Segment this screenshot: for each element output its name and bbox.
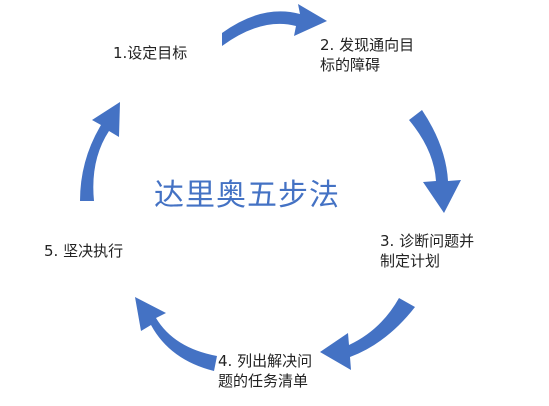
step-2-label: 2. 发现通向目 标的障碍 [320, 36, 419, 74]
arrow-step2-to-step3 [409, 110, 461, 213]
step-1-line-1: 1.设定目标 [113, 44, 187, 62]
cycle-arrows [80, 4, 461, 371]
arrow-step1-to-step2 [222, 4, 327, 46]
step-4-line-2: 题的任务清单 [218, 372, 308, 390]
step-4-label: 4. 列出解决问 题的任务清单 [218, 352, 317, 390]
step-5-line-1: 5. 坚决执行 [44, 242, 123, 260]
arrow-step3-to-step4 [320, 298, 415, 370]
arrow-step4-to-step5 [135, 297, 217, 371]
diagram-title: 达里奥五步法 [154, 178, 340, 213]
step-3-line-1: 3. 诊断问题并 [380, 232, 474, 250]
step-2-line-1: 2. 发现通向目 [320, 36, 414, 54]
arrow-step5-to-step1 [80, 102, 120, 201]
step-4-line-1: 4. 列出解决问 [218, 352, 312, 370]
step-3-line-2: 制定计划 [380, 252, 440, 270]
step-1-label: 1.设定目标 [113, 44, 187, 62]
step-3-label: 3. 诊断问题并 制定计划 [380, 232, 479, 270]
step-2-line-2: 标的障碍 [320, 56, 380, 74]
step-5-label: 5. 坚决执行 [44, 242, 123, 260]
